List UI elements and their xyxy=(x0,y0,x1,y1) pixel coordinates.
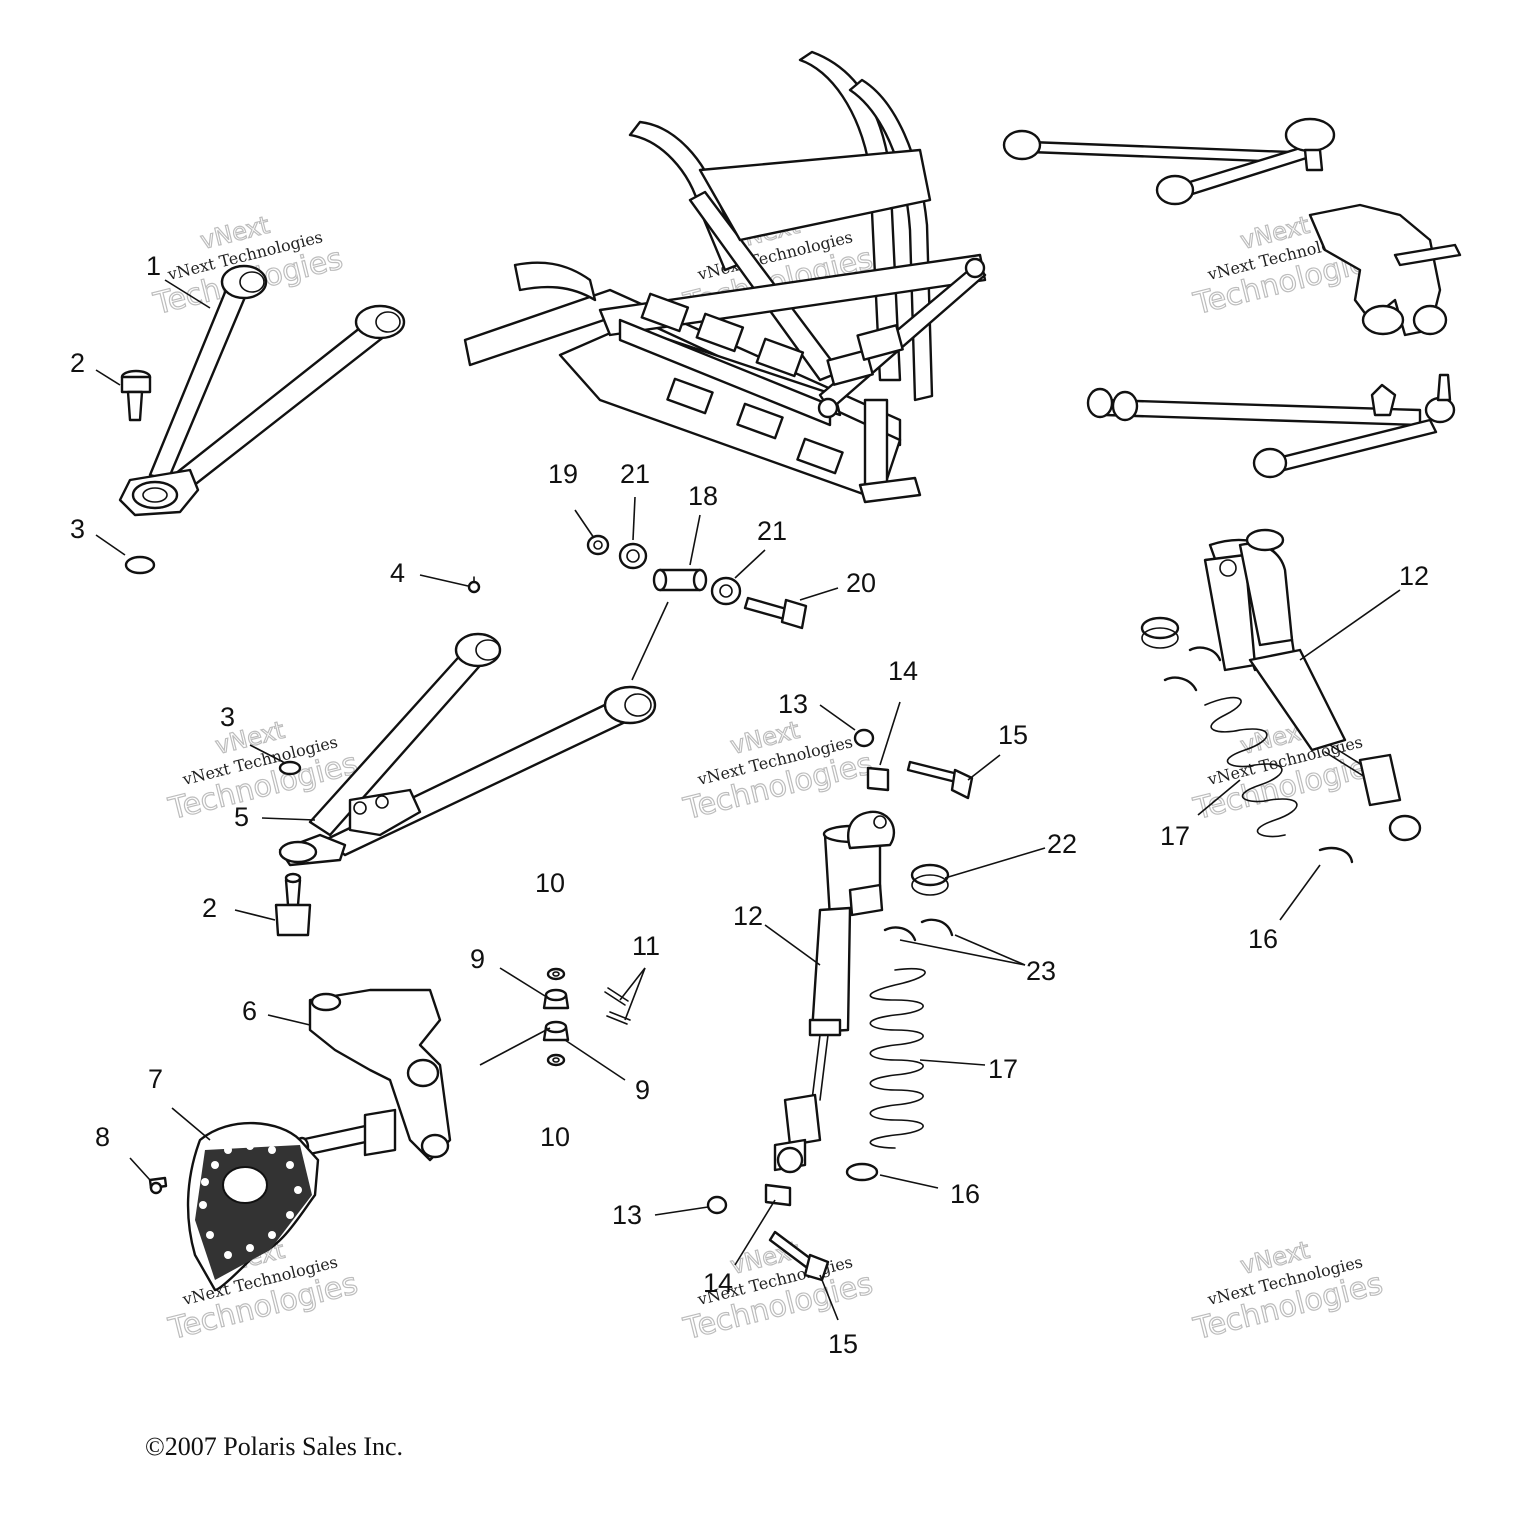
shock-absorber-front xyxy=(773,810,896,1174)
callout-3: 3 xyxy=(70,514,85,544)
callout-20: 20 xyxy=(846,568,876,598)
callout-21: 21 xyxy=(757,516,787,546)
callout-21: 21 xyxy=(620,459,650,489)
callout-17: 17 xyxy=(1160,821,1190,851)
snap-ring-upper xyxy=(124,555,156,575)
callout-7: 7 xyxy=(148,1064,163,1094)
callout-15: 15 xyxy=(998,720,1028,750)
disc-bolt xyxy=(148,1176,168,1195)
shock-absorber-rear xyxy=(1203,528,1422,842)
callout-10: 10 xyxy=(540,1122,570,1152)
callout-8: 8 xyxy=(95,1122,110,1152)
lower-a-arm xyxy=(278,632,657,867)
watermark: vNext vNext Technologies Technologies xyxy=(679,715,877,827)
callout-23: 23 xyxy=(1026,956,1056,986)
callout-16: 16 xyxy=(950,1179,980,1209)
copyright-notice: ©2007 Polaris Sales Inc. xyxy=(145,1432,403,1461)
callout-14: 14 xyxy=(703,1268,733,1298)
callout-22: 22 xyxy=(1047,829,1077,859)
callout-13: 13 xyxy=(612,1200,642,1230)
grease-fitting xyxy=(467,576,481,594)
lower-a-arm-right xyxy=(1086,373,1456,479)
callout-6: 6 xyxy=(242,996,257,1026)
watermark: vNext vNext Technologies Technologies xyxy=(1189,1235,1387,1347)
callout-4: 4 xyxy=(390,558,405,588)
upper-a-arm xyxy=(118,264,406,517)
callout-19: 19 xyxy=(548,459,578,489)
bushing-set xyxy=(586,534,808,630)
callout-11: 11 xyxy=(632,931,660,961)
callout-9: 9 xyxy=(470,944,485,974)
callout-5: 5 xyxy=(234,802,249,832)
coil-spring-front xyxy=(869,967,926,1149)
leader-lines xyxy=(95,279,1401,1321)
coil-spring-rear xyxy=(1140,616,1354,864)
shock-hardware xyxy=(706,728,974,1282)
callout-15: 15 xyxy=(828,1329,858,1359)
callout-12: 12 xyxy=(1399,561,1429,591)
castle-nut-set xyxy=(542,967,631,1067)
callout-18: 18 xyxy=(688,481,718,511)
callout-12: 12 xyxy=(733,901,763,931)
callout-16: 16 xyxy=(1248,924,1278,954)
steering-knuckle-right xyxy=(1308,203,1462,337)
snap-ring-lower xyxy=(278,760,302,776)
callout-1: 1 xyxy=(146,251,161,281)
callout-9: 9 xyxy=(635,1075,650,1105)
callout-10: 10 xyxy=(535,868,565,898)
upper-a-arm-right xyxy=(1002,117,1336,206)
callout-17: 17 xyxy=(988,1054,1018,1084)
callout-labels: 1 2 2 3 3 4 5 6 7 8 9 9 10 10 11 12 12 1… xyxy=(70,251,1429,1359)
ball-joint-lower xyxy=(274,872,312,937)
callout-2: 2 xyxy=(70,348,85,378)
ball-joint-upper xyxy=(120,369,152,422)
callout-13: 13 xyxy=(778,689,808,719)
watermark: vNext vNext Technologies Technologies xyxy=(1189,715,1387,827)
chassis-frame xyxy=(463,50,987,504)
callout-3: 3 xyxy=(220,702,235,732)
brake-disc xyxy=(186,1121,320,1292)
callout-14: 14 xyxy=(888,656,918,686)
steering-knuckle xyxy=(294,988,452,1162)
spring-retainers xyxy=(845,863,954,1182)
callout-2: 2 xyxy=(202,893,217,923)
